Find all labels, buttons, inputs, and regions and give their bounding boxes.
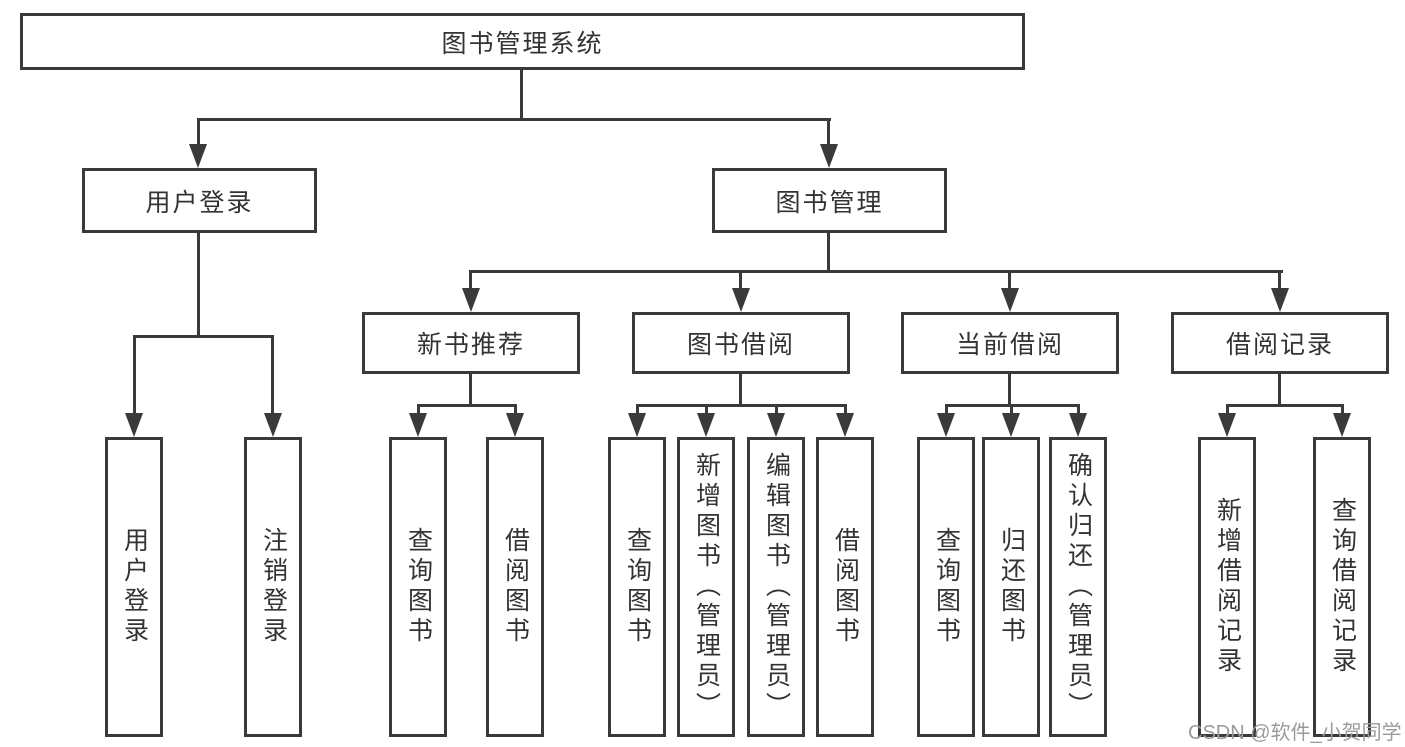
connector-line: [469, 270, 1283, 273]
leaf-label: 归还图书: [997, 527, 1026, 647]
connector-line: [636, 404, 639, 416]
arrow-down-icon: [462, 288, 480, 312]
node-borrowing-records: 借阅记录: [1171, 312, 1389, 374]
node-label: 用户登录: [145, 188, 254, 217]
connector-line: [827, 118, 830, 148]
leaf-borrow-books-newbook: 借阅图书: [486, 437, 544, 737]
connector-line: [1341, 404, 1344, 416]
connector-line: [1278, 270, 1281, 292]
arrow-down-icon: [264, 413, 282, 437]
node-label: 新书推荐: [416, 331, 525, 359]
arrow-down-icon: [1218, 413, 1236, 437]
arrow-down-icon: [409, 413, 427, 437]
connector-line: [636, 404, 847, 407]
node-label: 图书借阅: [686, 331, 795, 359]
connector-line: [827, 233, 830, 272]
leaf-borrow-books-borrow: 借阅图书: [816, 437, 874, 737]
leaf-add-borrow-record: 新增借阅记录: [1198, 437, 1256, 737]
arrow-down-icon: [697, 413, 715, 437]
node-book-borrowing: 图书借阅: [632, 312, 850, 374]
connector-line: [1008, 270, 1011, 292]
leaf-user-login: 用户登录: [105, 437, 163, 737]
connector-line: [197, 233, 200, 337]
leaf-return-book: 归还图书: [982, 437, 1040, 737]
arrow-down-icon: [820, 144, 838, 168]
connector-line: [469, 270, 472, 292]
node-new-book-recommend: 新书推荐: [362, 312, 580, 374]
connector-line: [520, 70, 523, 121]
connector-line: [417, 404, 420, 416]
leaf-label: 查询图书: [623, 527, 652, 647]
connector-line: [1077, 404, 1080, 416]
connector-line: [705, 404, 708, 416]
leaf-add-book-admin: 新增图书（管理员）: [677, 437, 735, 737]
connector-line: [945, 404, 948, 416]
arrow-down-icon: [937, 413, 955, 437]
connector-line: [1008, 374, 1011, 406]
connector-line: [1278, 374, 1281, 406]
arrow-down-icon: [1271, 288, 1289, 312]
connector-line: [469, 374, 472, 406]
arrow-down-icon: [189, 144, 207, 168]
leaf-query-books-newbook: 查询图书: [389, 437, 447, 737]
arrow-down-icon: [506, 413, 524, 437]
leaf-logout: 注销登录: [244, 437, 302, 737]
arrow-down-icon: [1002, 413, 1020, 437]
node-current-borrowing: 当前借阅: [901, 312, 1119, 374]
connector-line: [1226, 404, 1229, 416]
leaf-label: 确认归还（管理员）: [1064, 452, 1093, 722]
csdn-watermark: CSDN @软件_小贺同学: [1188, 722, 1402, 744]
leaf-label: 用户登录: [120, 527, 149, 647]
connector-line: [775, 404, 778, 416]
node-label: 当前借阅: [955, 331, 1064, 359]
node-label: 图书管理系统: [441, 29, 604, 58]
connector-line: [739, 374, 742, 406]
leaf-edit-book-admin: 编辑图书（管理员）: [747, 437, 805, 737]
leaf-label: 查询图书: [404, 527, 433, 647]
leaf-label: 注销登录: [259, 527, 288, 647]
connector-line: [1226, 404, 1344, 407]
arrow-down-icon: [125, 413, 143, 437]
connector-line: [417, 404, 517, 407]
arrow-down-icon: [1001, 288, 1019, 312]
arrow-down-icon: [1333, 413, 1351, 437]
leaf-label: 借阅图书: [501, 527, 530, 647]
arrow-down-icon: [767, 413, 785, 437]
leaf-label: 新增借阅记录: [1213, 497, 1242, 677]
node-library-management-system: 图书管理系统: [20, 13, 1025, 70]
leaf-label: 查询借阅记录: [1328, 497, 1357, 677]
connector-line: [197, 118, 200, 148]
arrow-down-icon: [1069, 413, 1087, 437]
connector-line: [514, 404, 517, 416]
leaf-query-books-borrow: 查询图书: [608, 437, 666, 737]
leaf-confirm-return-admin: 确认归还（管理员）: [1049, 437, 1107, 737]
connector-line: [739, 270, 742, 292]
connector-line: [133, 335, 136, 415]
leaf-label: 新增图书（管理员）: [692, 452, 721, 722]
arrow-down-icon: [732, 288, 750, 312]
leaf-label: 查询图书: [932, 527, 961, 647]
arrow-down-icon: [836, 413, 854, 437]
leaf-label: 借阅图书: [831, 527, 860, 647]
connector-line: [133, 335, 274, 338]
arrow-down-icon: [628, 413, 646, 437]
node-label: 图书管理: [775, 188, 884, 217]
node-user-login: 用户登录: [82, 168, 317, 233]
leaf-query-books-current: 查询图书: [917, 437, 975, 737]
leaf-label: 编辑图书（管理员）: [762, 452, 791, 722]
connector-line: [844, 404, 847, 416]
leaf-query-borrow-record: 查询借阅记录: [1313, 437, 1371, 737]
node-label: 借阅记录: [1225, 331, 1334, 359]
connector-line: [1010, 404, 1013, 416]
connector-line: [197, 118, 831, 121]
node-book-management: 图书管理: [712, 168, 947, 233]
connector-line: [271, 335, 274, 415]
